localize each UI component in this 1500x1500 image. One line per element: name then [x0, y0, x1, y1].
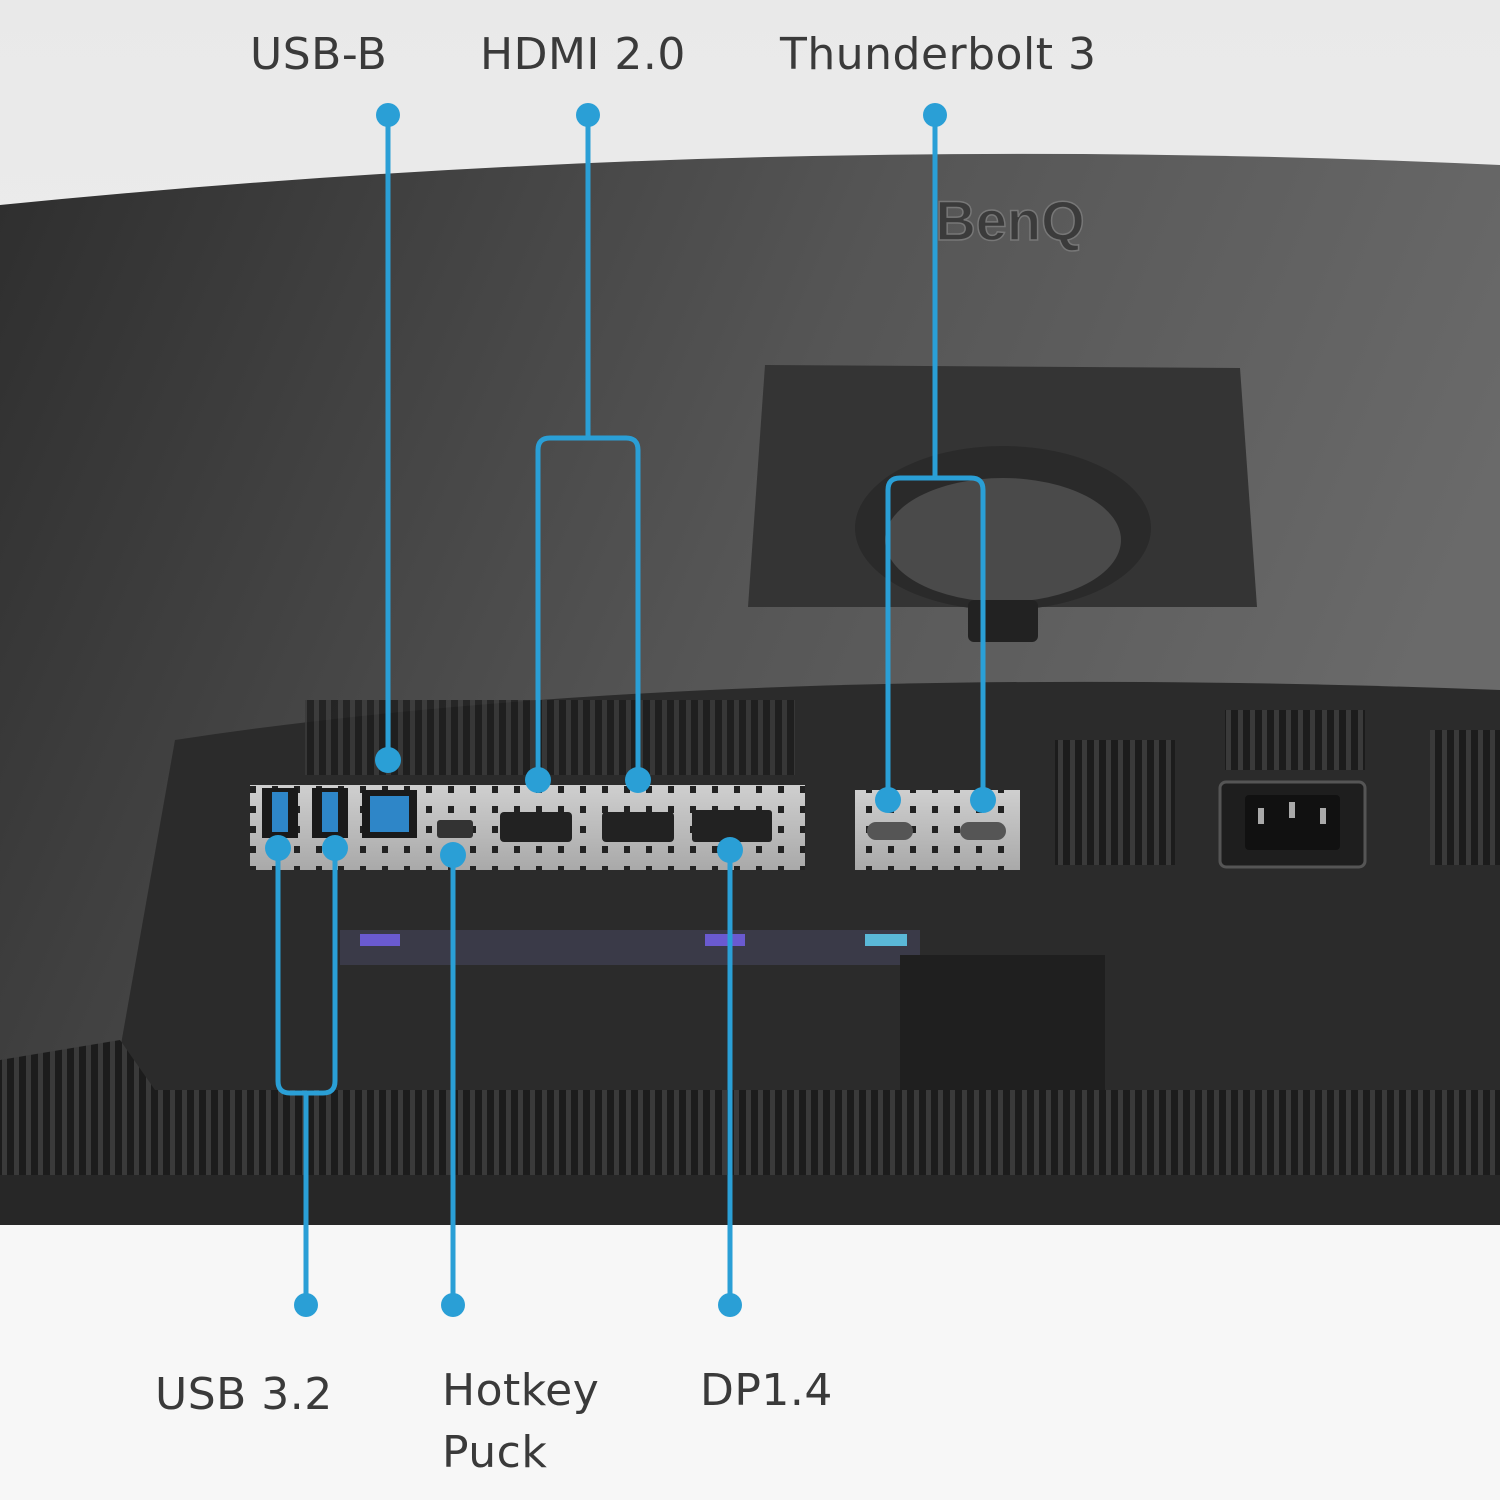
- callout-dots: [265, 103, 996, 1317]
- label-hdmi: HDMI 2.0: [480, 29, 686, 80]
- brand-logo: BenQ: [935, 189, 1084, 252]
- label-thunderbolt: Thunderbolt 3: [780, 29, 1097, 80]
- label-usb32: USB 3.2: [155, 1369, 333, 1420]
- thunderbolt-port-2: [960, 822, 1006, 840]
- label-hotkey-line2: Puck: [442, 1427, 548, 1478]
- hotkey-port: [437, 820, 473, 838]
- hdmi-port-2: [602, 812, 674, 842]
- label-dp: DP1.4: [700, 1365, 833, 1416]
- hdmi-port-1: [500, 812, 572, 842]
- callout-lines: [275, 115, 986, 1305]
- thunderbolt-port-1: [867, 822, 913, 840]
- label-hotkey-line1: Hotkey: [442, 1365, 600, 1416]
- bottom-vents: [0, 1090, 1500, 1175]
- displayport-port: [692, 810, 772, 842]
- label-usb-b: USB-B: [250, 29, 388, 80]
